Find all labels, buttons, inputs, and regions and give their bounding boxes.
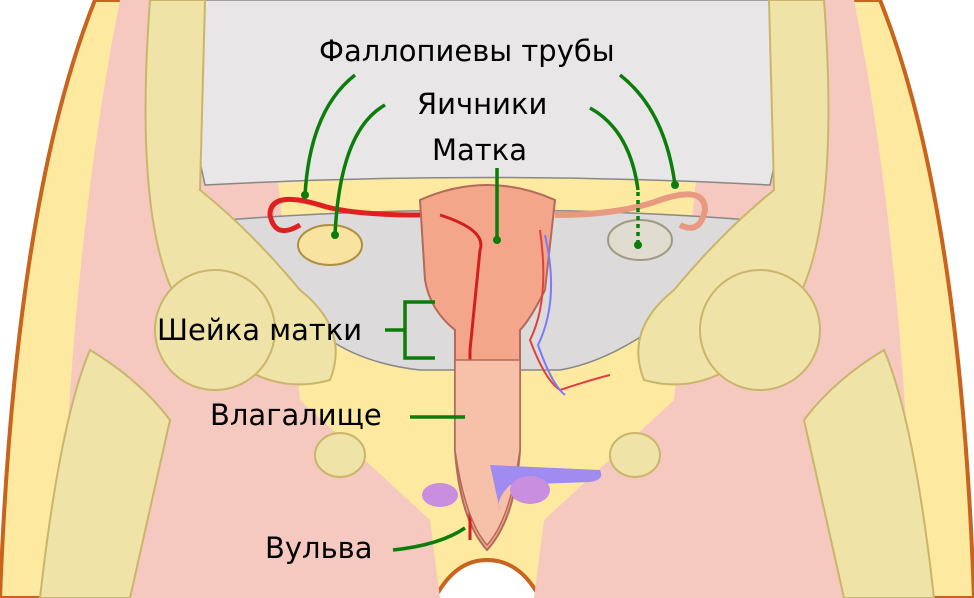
line-end-dot xyxy=(331,231,339,239)
fallopian-tube-left xyxy=(267,196,421,234)
label-fallopian-tubes: Фаллопиевы трубы xyxy=(319,34,615,68)
veins xyxy=(536,234,566,396)
line-end-dot xyxy=(493,236,501,244)
label-ovaries: Яичники xyxy=(417,87,547,121)
line-fallopian-right xyxy=(618,73,677,186)
blood-vessels xyxy=(528,229,611,392)
vestibular-bulb xyxy=(510,476,550,504)
fallopian-tube-right xyxy=(554,191,709,231)
line-ovary-right xyxy=(589,106,640,191)
line-end-dot xyxy=(301,191,309,199)
clitoris xyxy=(490,465,602,510)
abdominal-cavity xyxy=(164,0,811,186)
line-cervix xyxy=(385,300,435,360)
label-vulva: Вульва xyxy=(265,531,373,565)
line-fallopian-left xyxy=(303,73,357,196)
line-end-dot xyxy=(671,181,679,189)
ovary-right xyxy=(607,219,673,261)
femur-left xyxy=(38,348,172,598)
pubic-bone-right xyxy=(609,432,661,478)
uterine-cavity xyxy=(439,213,483,540)
line-end-dot xyxy=(634,241,642,249)
label-cervix: Шейка матки xyxy=(157,313,362,347)
label-uterus: Матка xyxy=(432,133,527,167)
femur-right xyxy=(802,348,936,598)
vestibular-bulb xyxy=(422,483,458,507)
femoral-head-right xyxy=(699,269,821,391)
line-ovary-left xyxy=(333,103,386,236)
pubic-bone-left xyxy=(314,432,366,478)
ovary-left xyxy=(297,224,363,266)
line-vulva xyxy=(392,526,466,552)
femoral-head-left xyxy=(154,269,276,391)
label-vagina: Влагалище xyxy=(210,398,382,432)
